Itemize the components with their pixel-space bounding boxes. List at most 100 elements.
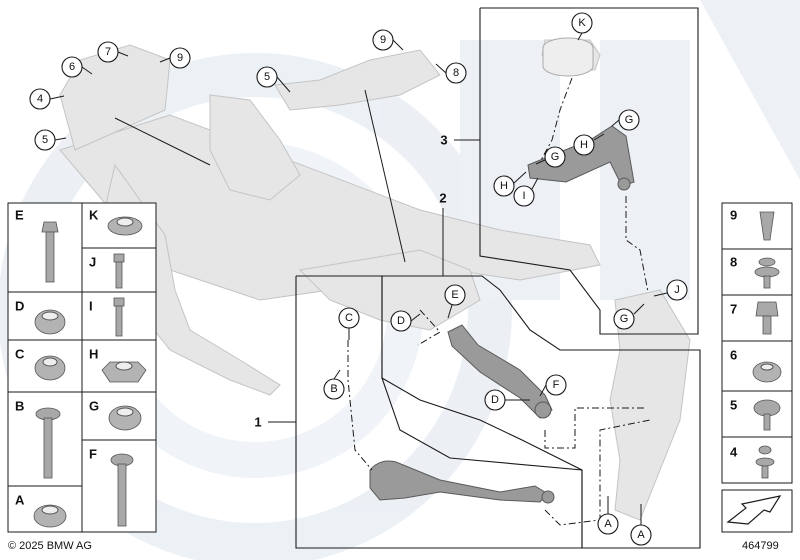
hardware-cell-F[interactable]: F [81,439,157,533]
callout-E[interactable]: E [444,284,466,306]
svg-text:9: 9 [730,208,737,223]
callout-6[interactable]: 6 [61,56,83,78]
svg-text:8: 8 [730,255,737,270]
leader-line [114,117,211,166]
nav-arrow-cell[interactable] [721,489,793,533]
hardware-cell-H[interactable]: H [81,339,157,393]
lower-front-arm [417,309,645,449]
hardware-cell-8[interactable]: 8 [721,248,793,296]
svg-text:E: E [15,208,24,223]
hardware-cell-E[interactable]: E [7,202,83,293]
lower-rear-arm [347,340,651,526]
svg-text:H: H [580,139,588,151]
callout-H[interactable]: H [573,134,595,156]
svg-text:6: 6 [730,348,737,363]
svg-text:5: 5 [730,398,737,413]
svg-text:H: H [89,347,98,362]
hardware-cell-A[interactable]: A [7,485,83,533]
svg-text:1: 1 [254,415,261,430]
callout-9[interactable]: 9 [169,47,191,69]
callout-9[interactable]: 9 [372,29,394,51]
bolt-icon [35,407,61,479]
svg-text:F: F [89,447,97,462]
svg-text:B: B [330,383,337,395]
svg-text:7: 7 [105,46,111,58]
callout-5[interactable]: 5 [34,129,56,151]
hardware-cell-5[interactable]: 5 [721,390,793,438]
svg-text:G: G [89,399,99,414]
callout-K[interactable]: K [571,12,593,34]
callout-C[interactable]: C [338,307,360,329]
callout-B[interactable]: B [323,378,345,400]
group-2-frame [381,275,701,549]
hardware-cell-6[interactable]: 6 [721,340,793,392]
group-1-label: 1 [254,415,296,430]
callout-G[interactable]: G [544,146,566,168]
svg-text:A: A [604,518,612,530]
svg-text:8: 8 [453,67,459,79]
svg-text:D: D [397,315,405,327]
svg-text:A: A [15,493,25,508]
svg-text:E: E [451,289,458,301]
callout-F[interactable]: F [545,374,567,396]
nut-icon [101,361,147,383]
clip-icon [754,257,780,289]
callout-J[interactable]: J [666,279,688,301]
right-hardware-panel: 9 8 7 6 [721,202,793,533]
callout-I[interactable]: I [513,185,535,207]
svg-text:9: 9 [380,34,386,46]
svg-text:C: C [15,347,25,362]
hardware-cell-B[interactable]: B [7,391,83,487]
callout-A[interactable]: A [597,513,619,535]
copyright-text: © 2025 BMW AG [8,540,92,552]
group-3-frame [479,7,699,335]
nut-icon [33,504,67,528]
svg-text:G: G [625,114,634,126]
svg-text:A: A [637,529,645,541]
callout-A[interactable]: A [630,524,652,546]
svg-text:2: 2 [439,191,446,206]
nut-icon [108,405,142,431]
callout-8[interactable]: 8 [445,62,467,84]
arrow-icon [726,495,782,525]
hardware-cell-4[interactable]: 4 [721,436,793,484]
callout-5[interactable]: 5 [256,66,278,88]
hardware-cell-D[interactable]: D [7,291,83,341]
group-3-label: 3 [440,133,480,148]
svg-text:G: G [551,151,560,163]
nut-icon [34,309,66,335]
bolt-icon [113,297,125,337]
svg-text:J: J [89,255,96,270]
nut-icon [107,216,143,236]
bolt-icon [41,221,59,283]
callout-4[interactable]: 4 [29,88,51,110]
callout-7[interactable]: 7 [97,41,119,63]
nut-icon [34,355,66,381]
hardware-cell-C[interactable]: C [7,339,83,393]
callout-G[interactable]: G [618,109,640,131]
hardware-cell-K[interactable]: K [81,202,157,249]
svg-text:K: K [578,17,586,29]
svg-text:4: 4 [37,93,43,105]
svg-text:D: D [491,394,499,406]
svg-text:6: 6 [69,61,75,73]
leader-line [364,89,406,263]
svg-text:B: B [15,399,24,414]
bolt-icon [110,453,134,527]
upper-control-arm [527,37,649,293]
callout-H[interactable]: H [493,175,515,197]
svg-text:5: 5 [42,134,48,146]
callout-D[interactable]: D [484,389,506,411]
callout-G[interactable]: G [613,308,635,330]
hardware-cell-7[interactable]: 7 [721,294,793,342]
svg-text:3: 3 [440,133,447,148]
group-1-frame [295,275,583,549]
hardware-cell-J[interactable]: J [81,247,157,293]
svg-text:5: 5 [264,71,270,83]
hardware-cell-I[interactable]: I [81,291,157,341]
svg-text:K: K [89,208,99,223]
hardware-cell-9[interactable]: 9 [721,202,793,250]
hardware-cell-G[interactable]: G [81,391,157,441]
callout-D[interactable]: D [390,310,412,332]
